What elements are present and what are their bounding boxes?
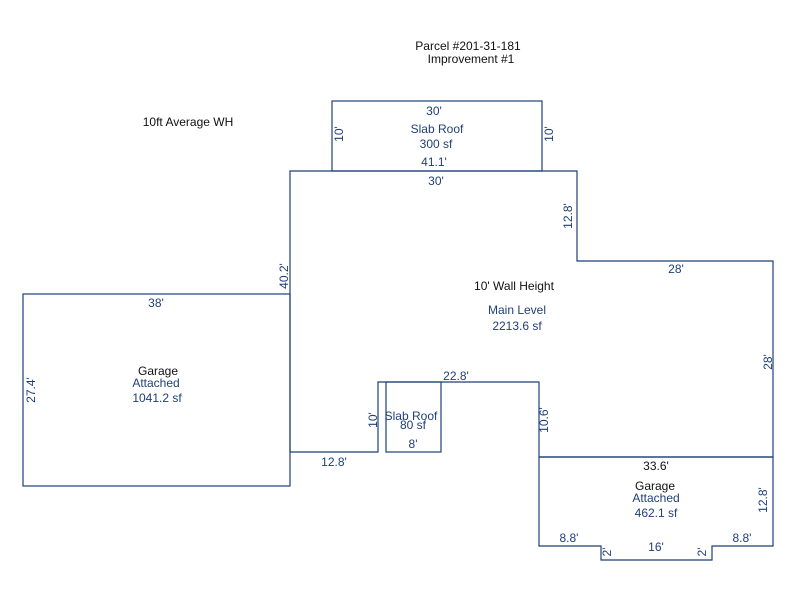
dim-main-step: 12.8'	[561, 203, 575, 229]
slab-roof-top-name: Slab Roof	[411, 122, 464, 136]
slab-roof-small-area: 80 sf	[400, 418, 427, 432]
main-level-name: Main Level	[488, 303, 546, 317]
dim-garage-left-side: 27.4'	[24, 377, 38, 403]
improvement-number: Improvement #1	[428, 52, 515, 66]
dim-bump-left: 2'	[600, 548, 614, 557]
garage-right-type: Attached	[632, 491, 679, 505]
dim-small-slab-bottom: 8'	[409, 437, 418, 451]
dim-main-left: 40.2'	[277, 263, 291, 289]
dim-garage-right-bottom-right: 8.8'	[733, 531, 752, 545]
garage-right-outline	[538, 456, 774, 561]
parcel-number: Parcel #201-31-181	[415, 39, 521, 53]
dim-notch-top: 22.8'	[443, 369, 469, 383]
slab-roof-top-area: 300 sf	[420, 137, 453, 151]
main-level-wall-height: 10' Wall Height	[474, 279, 555, 293]
garage-left-area: 1041.2 sf	[132, 391, 182, 405]
main-level-area: 2213.6 sf	[492, 319, 542, 333]
garage-right-name: Garage	[635, 479, 675, 493]
dim-main-right: 28'	[761, 354, 775, 370]
dim-slab-top: 30'	[426, 104, 442, 118]
garage-left-type: Attached	[132, 376, 179, 390]
dim-notch-right: 10.6'	[537, 407, 551, 433]
garage-right-area: 462.1 sf	[635, 506, 678, 520]
dim-garage-right-bottom-left: 8.8'	[560, 531, 579, 545]
dim-bump-right: 2'	[695, 548, 709, 557]
dim-garage-right-side: 12.8'	[756, 487, 770, 513]
garage-left-name: Garage	[138, 364, 178, 378]
dim-main-right-top: 28'	[668, 262, 684, 276]
dim-bump-bottom: 16'	[648, 540, 664, 554]
dim-slab-left: 10'	[332, 126, 346, 142]
slab-roof-small-outline	[385, 381, 442, 453]
dim-slab-right: 10'	[542, 126, 556, 142]
dim-small-slab-side: 10'	[366, 412, 380, 428]
dim-garage-left-top: 38'	[148, 296, 164, 310]
dim-garage-right-top: 33.6'	[643, 459, 669, 473]
slab-roof-small-name: Slab Roof	[385, 409, 438, 423]
dim-main-bottom-left: 12.8'	[321, 455, 347, 469]
average-wall-height-note: 10ft Average WH	[143, 115, 234, 129]
dim-slab-bottom: 41.1'	[421, 155, 447, 169]
dim-main-top: 30'	[428, 174, 444, 188]
garage-left-outline	[22, 293, 291, 487]
